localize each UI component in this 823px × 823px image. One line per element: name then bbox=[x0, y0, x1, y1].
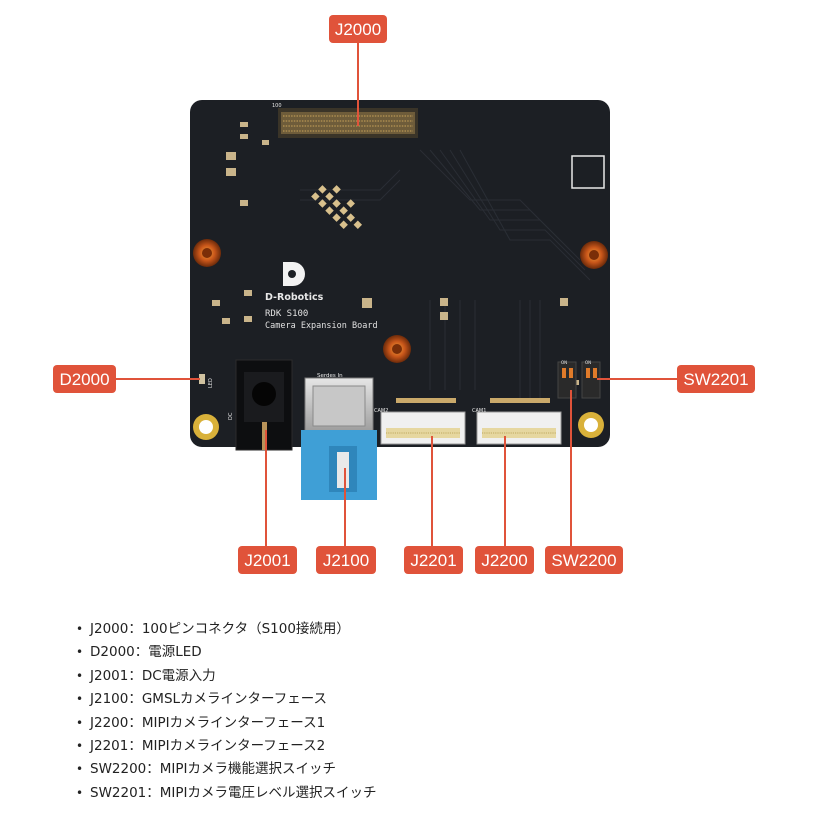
pcb-traces bbox=[300, 149, 591, 400]
legend-item: J2200：MIPIカメラインターフェース1 bbox=[76, 712, 377, 735]
brand-logo-icon bbox=[283, 262, 305, 286]
legend-item: SW2200：MIPIカメラ機能選択スイッチ bbox=[76, 758, 377, 781]
leader-lines bbox=[116, 43, 677, 546]
svg-text:J2000: J2000 bbox=[335, 20, 381, 39]
silk-on-1: ON bbox=[561, 360, 567, 365]
legend-list: J2000：100ピンコネクタ（S100接続用） D2000：電源LED J20… bbox=[76, 618, 377, 805]
silk-dc: DC bbox=[228, 412, 234, 420]
d2000-led bbox=[199, 374, 205, 384]
legend-item: J2000：100ピンコネクタ（S100接続用） bbox=[76, 618, 377, 641]
legend-item: SW2201：MIPIカメラ電圧レベル選択スイッチ bbox=[76, 782, 377, 805]
svg-text:SW2201: SW2201 bbox=[683, 370, 748, 389]
callout-j2001: J2001 bbox=[238, 546, 297, 574]
svg-text:SW2200: SW2200 bbox=[551, 551, 616, 570]
silk-cam2: CAM2 bbox=[374, 408, 388, 414]
silk-serdes: Serdes In bbox=[317, 373, 343, 379]
callout-j2100: J2100 bbox=[316, 546, 376, 574]
callout-j2000: J2000 bbox=[329, 15, 387, 43]
standoff-right bbox=[580, 241, 608, 269]
callout-sw2201: SW2201 bbox=[677, 365, 755, 393]
svg-text:J2201: J2201 bbox=[410, 551, 456, 570]
standoff-left bbox=[193, 239, 221, 267]
silk-square bbox=[571, 155, 605, 189]
callout-sw2200: SW2200 bbox=[545, 546, 623, 574]
svg-text:J2001: J2001 bbox=[244, 551, 290, 570]
callout-d2000: D2000 bbox=[53, 365, 116, 393]
standoff-center bbox=[383, 335, 411, 363]
j2000-connector bbox=[278, 108, 418, 138]
svg-text:J2100: J2100 bbox=[323, 551, 369, 570]
legend-item: J2201：MIPIカメラインターフェース2 bbox=[76, 735, 377, 758]
svg-text:J2200: J2200 bbox=[481, 551, 527, 570]
sw2201-dip-switch bbox=[581, 361, 601, 399]
legend-item: D2000：電源LED bbox=[76, 641, 377, 664]
board-name-text: Camera Expansion Board bbox=[265, 321, 378, 331]
j2001-dc-jack bbox=[235, 359, 293, 451]
silk-on-2: ON bbox=[585, 360, 591, 365]
silk-cam1: CAM1 bbox=[472, 408, 486, 414]
callout-j2200: J2200 bbox=[475, 546, 534, 574]
model-text: RDK S100 bbox=[265, 309, 308, 319]
j2100-gmsl-connector bbox=[301, 377, 377, 500]
svg-text:D2000: D2000 bbox=[59, 370, 109, 389]
callout-j2201: J2201 bbox=[404, 546, 463, 574]
legend-item: J2100：GMSLカメラインターフェース bbox=[76, 688, 377, 711]
j2201-mipi-connector bbox=[380, 411, 466, 445]
silk-led: LED bbox=[208, 378, 214, 388]
brand-text: D-Robotics bbox=[265, 292, 324, 303]
pcb bbox=[190, 100, 610, 447]
fpc-pads bbox=[396, 398, 550, 403]
legend-item: J2001：DC電源入力 bbox=[76, 665, 377, 688]
mounting-hole-right bbox=[578, 412, 604, 438]
j2200-mipi-connector bbox=[476, 411, 562, 445]
mounting-hole-left bbox=[193, 414, 219, 440]
sw2200-dip-switch bbox=[557, 361, 577, 399]
silk-100: 100 bbox=[272, 103, 282, 109]
